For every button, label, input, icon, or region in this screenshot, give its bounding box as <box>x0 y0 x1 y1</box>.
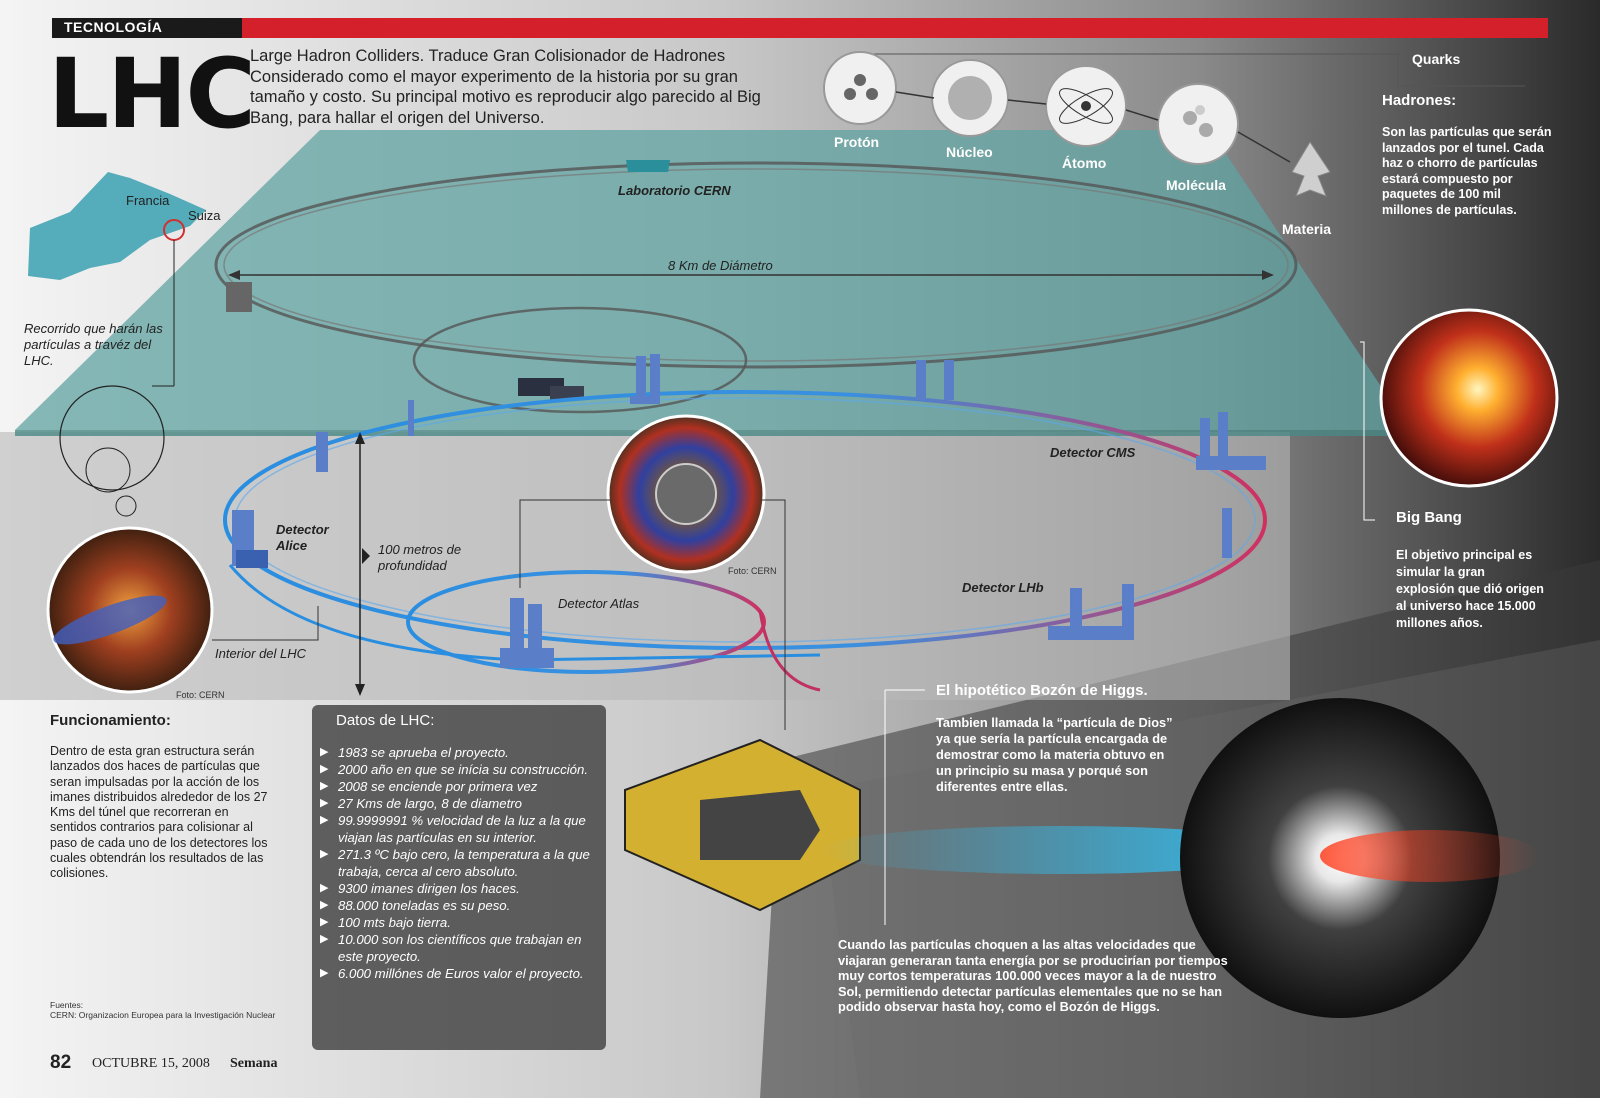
europe-map <box>28 172 206 280</box>
alice-detector-label: Detector Alice <box>276 522 329 553</box>
datos-item: 88.000 toneladas es su peso. <box>320 897 605 914</box>
big-bang-text: El objetivo principal es simular la gran… <box>1396 548 1544 630</box>
proton-icon <box>823 51 897 125</box>
depth-label: 100 metros de profundidad <box>378 542 462 573</box>
atlas-detector-label: Detector Atlas <box>558 596 640 611</box>
datos-item: 1983 se aprueba el proyecto. <box>320 744 605 761</box>
interior-label: Interior del LHC <box>215 646 307 661</box>
datos-item: 9300 imanes dirigen los haces. <box>320 880 605 897</box>
cms-detector-label: Detector CMS <box>1050 445 1136 460</box>
route-caption: Recorrido que harán las partículas a tra… <box>24 321 163 368</box>
diameter-label: 8 Km de Diámetro <box>668 258 773 273</box>
scale-label-matter: Materia <box>1282 221 1332 237</box>
photo-credit-atlas: Foto: CERN <box>728 566 777 576</box>
datos-item: 99.9999991 % velocidad de la luz a la qu… <box>320 812 605 846</box>
surface-plane <box>15 130 1410 430</box>
scale-label-molecule: Molécula <box>1166 177 1226 193</box>
higgs-heading: El hipotético Bozón de Higgs. <box>936 682 1148 699</box>
header-accent-bar <box>242 18 1548 38</box>
blue-particle-beam <box>820 826 1300 874</box>
access-shafts <box>316 354 1266 668</box>
issue-date: OCTUBRE 15, 2008 <box>92 1056 210 1071</box>
higgs-text: Tambien llamada la “partícula de Dios” y… <box>936 715 1173 794</box>
page-number: 82 <box>50 1052 72 1073</box>
datos-item: 100 mts bajo tierra. <box>320 914 605 931</box>
cern-lab-label: Laboratorio CERN <box>618 183 731 198</box>
molecule-icon <box>1157 83 1239 165</box>
sources: Fuentes: CERN: Organizacion Europea para… <box>50 1000 275 1020</box>
scale-label-proton: Protón <box>834 134 880 150</box>
quarks-label: Quarks <box>1412 51 1461 67</box>
leaf-icon <box>1291 141 1331 197</box>
map-label-france: Francia <box>126 193 170 208</box>
route-ring-large <box>59 385 165 491</box>
datos-list: 1983 se aprueba el proyecto. 2000 año en… <box>320 744 605 982</box>
intro-text: Large Hadron Colliders. Traduce Gran Col… <box>250 47 761 127</box>
collision-text: Cuando las partículas choquen a las alta… <box>838 937 1228 1014</box>
big-bang-heading: Big Bang <box>1396 509 1462 526</box>
big-bang-image <box>1379 308 1559 488</box>
datos-item: 2008 se enciende por primera vez <box>320 778 605 795</box>
map-label-switzerland: Suiza <box>188 208 221 223</box>
cern-lab-building <box>626 160 670 172</box>
datos-item: 271.3 ºC bajo cero, la temperatura a la … <box>320 846 605 880</box>
underground-plane <box>0 432 1290 700</box>
datos-item: 2000 año en que se inícia su construcció… <box>320 761 605 778</box>
datos-item: 6.000 millónes de Euros valor el proyect… <box>320 965 605 982</box>
funcionamiento-heading: Funcionamiento: <box>50 712 171 729</box>
main-beam-ring <box>223 390 1267 650</box>
injector-ring <box>406 570 766 674</box>
surface-small-ring <box>412 306 748 414</box>
page-title: LHC <box>48 38 256 150</box>
sources-text: CERN: Organizacion Europea para la Inves… <box>50 1010 276 1020</box>
hadrones-heading: Hadrones: <box>1382 92 1457 109</box>
surface-ring <box>214 161 1298 369</box>
lhcb-detector-label: Detector LHb <box>962 580 1044 595</box>
red-particle-beam <box>1320 830 1540 882</box>
section-tag-bar <box>52 18 242 38</box>
hadrones-text: Son las partículas que serán lanzados po… <box>1382 125 1552 217</box>
datos-heading: Datos de LHC: <box>336 712 435 729</box>
photo-credit-tunnel: Foto: CERN <box>176 690 225 700</box>
datos-item: 27 Kms de largo, 8 de diametro <box>320 795 605 812</box>
sources-label: Fuentes: <box>50 1000 84 1010</box>
building-left <box>226 282 252 312</box>
datos-item: 10.000 son los científicos que trabajan … <box>320 931 605 965</box>
section-tag: TECNOLOGÍA <box>64 19 163 35</box>
scale-label-atom: Átomo <box>1062 155 1107 171</box>
funcionamiento-text: Dentro de esta gran estructura serán lan… <box>50 744 268 881</box>
magazine-name: Semana <box>230 1056 278 1071</box>
scale-label-nucleus: Núcleo <box>946 144 993 160</box>
